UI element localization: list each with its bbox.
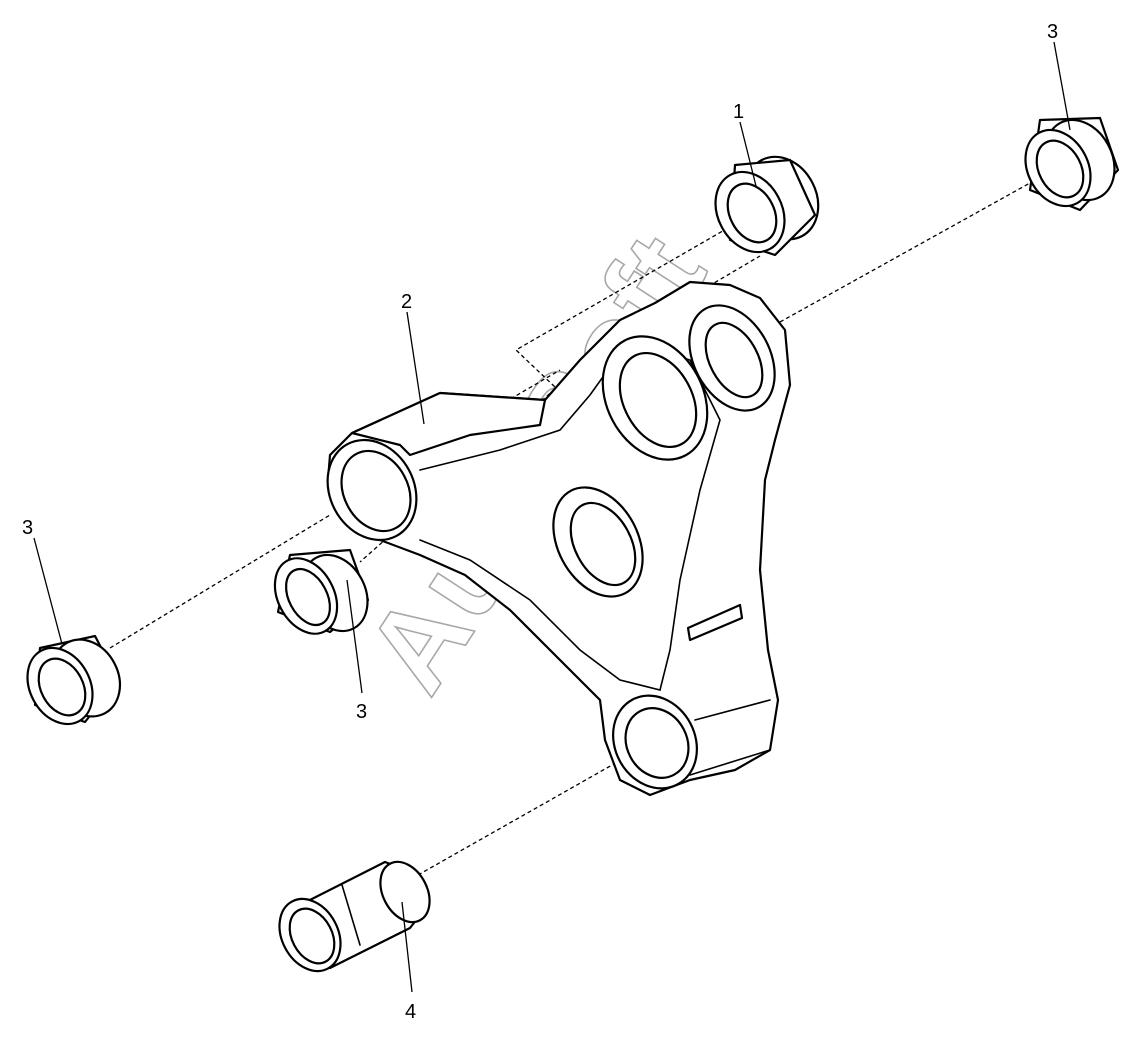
bushing-3m-bore <box>284 567 332 627</box>
axis-line-pin <box>417 734 666 876</box>
center-hole-inner <box>569 501 637 587</box>
axis-line-upper-right <box>779 182 1031 323</box>
callouts: 1 2 3 3 3 4 <box>22 21 1071 1023</box>
callout-4: 4 <box>405 1001 416 1023</box>
pin-part-4 <box>278 860 431 973</box>
axis-line-left-to-top-bushing <box>109 514 331 649</box>
leader-4 <box>401 901 413 993</box>
leader-3-upper-right <box>1053 41 1071 131</box>
bushing-part-3-left <box>26 634 122 726</box>
pin-4-collar <box>379 860 431 924</box>
leader-3-middle <box>346 579 363 694</box>
bushing-1-bore <box>726 182 778 244</box>
bushing-3l-bore <box>37 657 87 717</box>
upper-eye-inner <box>618 351 698 449</box>
callout-3-middle: 3 <box>356 701 367 723</box>
callout-1: 1 <box>733 101 744 123</box>
bushing-part-1 <box>714 155 820 257</box>
callout-2: 2 <box>401 291 412 313</box>
left-eye-inner <box>340 449 412 533</box>
bracket-body <box>326 280 792 797</box>
bushing-3ur-bore <box>1035 139 1085 199</box>
pin-4-step <box>341 884 361 946</box>
upper-eye-rear-inner <box>704 321 764 399</box>
leader-1 <box>739 121 757 187</box>
callout-3-upper-right: 3 <box>1047 21 1058 43</box>
slot <box>686 603 744 642</box>
pin-4-end <box>288 907 336 965</box>
leader-3-left <box>33 537 63 645</box>
callout-3-left: 3 <box>22 517 33 539</box>
leader-2 <box>406 311 425 425</box>
bushing-part-3-upper-right <box>1024 116 1120 212</box>
bottom-boss-edge <box>689 699 771 776</box>
bracket-recess <box>419 344 721 691</box>
bottom-eye-inner <box>624 707 690 779</box>
bushing-part-3-middle <box>273 548 370 635</box>
bracket-top-arm <box>350 391 547 457</box>
